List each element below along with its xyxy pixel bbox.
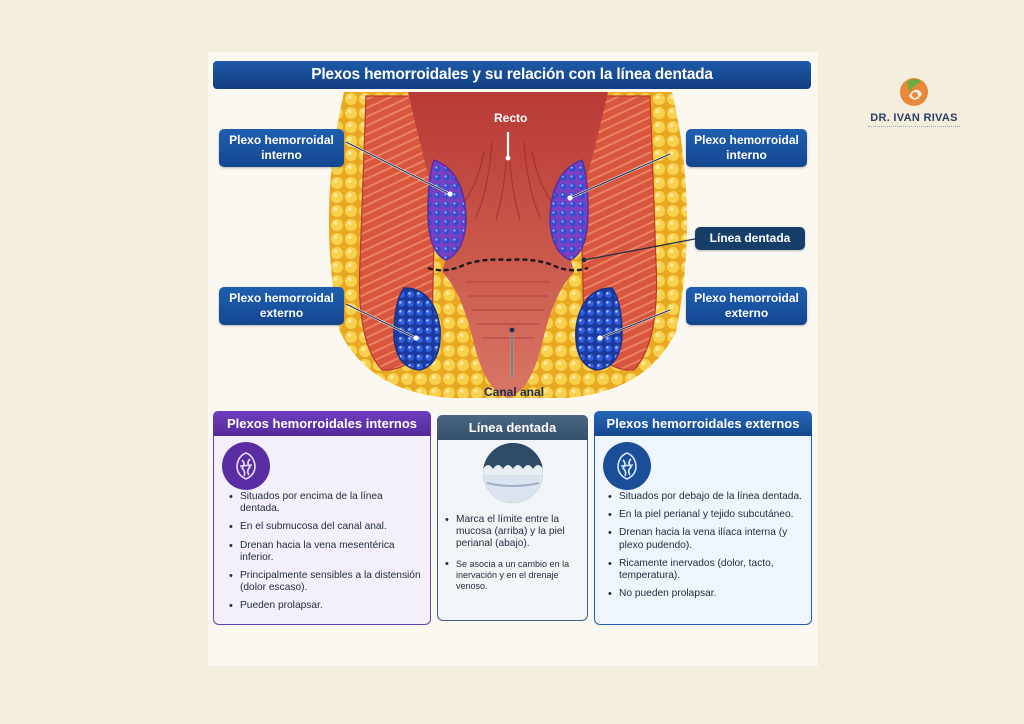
vein-cluster-icon xyxy=(222,442,270,490)
label-canal-anal: Canal anal xyxy=(484,385,545,399)
label-plexo-interno-left: Plexo hemorroidal interno xyxy=(219,129,344,167)
logo-tagline-rule xyxy=(868,126,960,129)
label-plexo-externo-right: Plexo hemorroidal externo xyxy=(686,287,807,325)
panel-dentada-title: Línea dentada xyxy=(437,415,588,440)
panel-dentada-list: Marca el límite entre la mucosa (arriba)… xyxy=(444,514,586,599)
list-item: No pueden prolapsar. xyxy=(607,588,807,600)
label-plexo-externo-left: Plexo hemorroidal externo xyxy=(219,287,344,325)
panel-linea-dentada: Línea dentada Marca el límite entre la m… xyxy=(437,415,588,621)
label-plexo-interno-right: Plexo hemorroidal interno xyxy=(686,129,807,167)
dentate-line-icon xyxy=(483,443,543,503)
list-item: En la piel perianal y tejido subcutáneo. xyxy=(607,509,807,521)
list-item: Drenan hacia la vena mesentérica inferio… xyxy=(228,540,424,564)
panel-externos-list: Situados por debajo de la línea dentada.… xyxy=(607,491,807,606)
panel-internos-title: Plexos hemorroidales internos xyxy=(213,411,431,436)
list-item: Ricamente inervados (dolor, tacto, tempe… xyxy=(607,558,807,582)
brand-logo: DR. IVAN RIVAS xyxy=(866,74,962,134)
list-item: Principalmente sensibles a la distensión… xyxy=(228,570,424,594)
vein-cluster-icon xyxy=(603,442,651,490)
label-recto: Recto xyxy=(494,111,528,125)
list-item: Situados por encima de la línea dentada. xyxy=(228,491,424,515)
panel-externos: Plexos hemorroidales externos Situados p… xyxy=(594,411,812,625)
list-item: Drenan hacia la vena ilíaca interna (y p… xyxy=(607,527,807,551)
list-item: Pueden prolapsar. xyxy=(228,600,424,612)
list-item: En el submucosa del canal anal. xyxy=(228,521,424,533)
page-title: Plexos hemorroidales y su relación con l… xyxy=(213,61,811,89)
logo-text: DR. IVAN RIVAS xyxy=(870,112,958,124)
panel-internos: Plexos hemorroidales internos Situados p… xyxy=(213,411,431,625)
panel-externos-title: Plexos hemorroidales externos xyxy=(594,411,812,436)
list-item: Marca el límite entre la mucosa (arriba)… xyxy=(444,514,586,551)
list-item: Situados por debajo de la línea dentada. xyxy=(607,491,807,503)
anatomy-illustration xyxy=(328,92,700,398)
list-item: Se asocia a un cambio en la inervación y… xyxy=(444,559,586,593)
logo-mark-icon xyxy=(900,78,928,106)
label-linea-dentada: Línea dentada xyxy=(695,227,805,250)
panel-internos-list: Situados por encima de la línea dentada.… xyxy=(228,491,424,619)
